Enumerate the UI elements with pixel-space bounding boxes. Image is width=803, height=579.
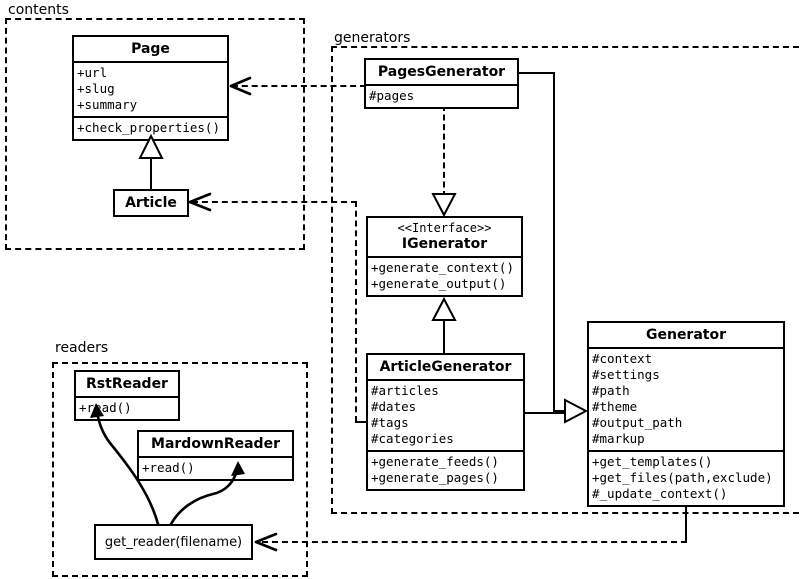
attribute: #articles: [371, 383, 439, 399]
connector-articlegenerator-article-vertical: [355, 201, 357, 422]
class-generator[interactable]: Generator #context #settings #path #them…: [587, 321, 785, 508]
attribute: +summary: [77, 97, 138, 113]
package-readers-label: readers: [52, 340, 112, 356]
method: #_update_context(): [592, 486, 728, 502]
method: +generate_pages(): [371, 470, 499, 486]
attribute: #dates: [371, 399, 417, 415]
connector-articlegenerator-stub: [355, 421, 367, 423]
connector-generator-getreader-h: [262, 541, 687, 543]
package-generators: [331, 46, 803, 514]
class-mardownreader[interactable]: MardownReader +read(): [137, 430, 294, 482]
attribute: +slug: [77, 81, 115, 97]
class-igenerator-title: <<Interface>> IGenerator: [368, 218, 521, 256]
class-rstreader-title: RstReader: [86, 376, 168, 392]
connector-pagesgenerator-generator-v: [553, 72, 555, 412]
method: +get_templates(): [592, 454, 713, 470]
method: +generate_context(): [371, 259, 514, 275]
connector-articlegenerator-generator-v: [525, 412, 527, 414]
function-get-reader-label: get_reader(filename): [104, 534, 243, 550]
class-articlegenerator-title: ArticleGenerator: [379, 359, 512, 375]
class-page[interactable]: Page +url +slug +summary +check_properti…: [72, 35, 229, 142]
method: +generate_feeds(): [371, 454, 499, 470]
class-page-title: Page: [131, 41, 170, 57]
package-readers: [52, 362, 308, 577]
class-article-title: Article: [125, 195, 177, 211]
attribute: #markup: [592, 431, 645, 447]
attribute: #output_path: [592, 415, 683, 431]
connector-articlegenerator-igenerator: [443, 312, 445, 356]
class-generator-methods: +get_templates() +get_files(path,exclude…: [589, 450, 783, 505]
class-generator-title: Generator: [645, 327, 726, 343]
method: +read(): [79, 400, 132, 416]
class-mardownreader-title: MardownReader: [151, 436, 280, 452]
attribute: +url: [77, 65, 108, 81]
class-articlegenerator-methods: +generate_feeds() +generate_pages(): [368, 450, 523, 489]
connector-pagesgenerator-igenerator: [443, 105, 445, 197]
connector-articlegenerator-article-horizontal: [192, 201, 357, 203]
method: +get_files(path,exclude): [592, 470, 773, 486]
class-page-attributes: +url +slug +summary: [74, 61, 227, 116]
attribute: #theme: [592, 399, 638, 415]
class-igenerator-methods: +generate_context() +generate_output(): [368, 255, 521, 295]
class-igenerator-stereotype: <<Interface>>: [397, 221, 492, 235]
connector-pagesgenerator-generator-h1: [519, 72, 555, 74]
class-rstreader-methods: +read(): [76, 396, 178, 419]
method: +check_properties(): [77, 120, 220, 136]
attribute: #settings: [592, 367, 660, 383]
connector-pagesgenerator-generator-h2: [553, 410, 567, 412]
attribute: #categories: [371, 431, 454, 447]
class-pagesgenerator[interactable]: PagesGenerator #pages: [364, 58, 519, 110]
class-pagesgenerator-attributes: #pages: [366, 84, 517, 107]
package-generators-label: generators: [331, 30, 414, 46]
package-contents: [5, 18, 305, 250]
connector-generator-getreader-v: [685, 503, 687, 543]
attribute: #path: [592, 383, 630, 399]
attribute: #tags: [371, 415, 409, 431]
class-pagesgenerator-title: PagesGenerator: [377, 64, 506, 80]
method: +generate_output(): [371, 275, 507, 291]
package-contents-label: contents: [5, 2, 72, 18]
connector-articlegenerator-generator-h: [525, 412, 567, 414]
class-igenerator[interactable]: <<Interface>> IGenerator +generate_conte…: [366, 216, 523, 297]
class-article[interactable]: Article: [113, 189, 189, 218]
class-mardownreader-methods: +read(): [139, 456, 292, 479]
function-get-reader[interactable]: get_reader(filename): [94, 524, 253, 560]
attribute: #context: [592, 351, 653, 367]
method: +read(): [142, 460, 195, 476]
class-igenerator-name: IGenerator: [401, 235, 488, 252]
class-articlegenerator-attributes: #articles #dates #tags #categories: [368, 379, 523, 450]
class-generator-attributes: #context #settings #path #theme #output_…: [589, 347, 783, 450]
class-articlegenerator[interactable]: ArticleGenerator #articles #dates #tags …: [366, 353, 525, 492]
class-rstreader[interactable]: RstReader +read(): [74, 370, 180, 422]
attribute: #pages: [369, 88, 415, 104]
connector-pagesgenerator-page: [232, 85, 366, 87]
class-page-methods: +check_properties(): [74, 116, 227, 139]
